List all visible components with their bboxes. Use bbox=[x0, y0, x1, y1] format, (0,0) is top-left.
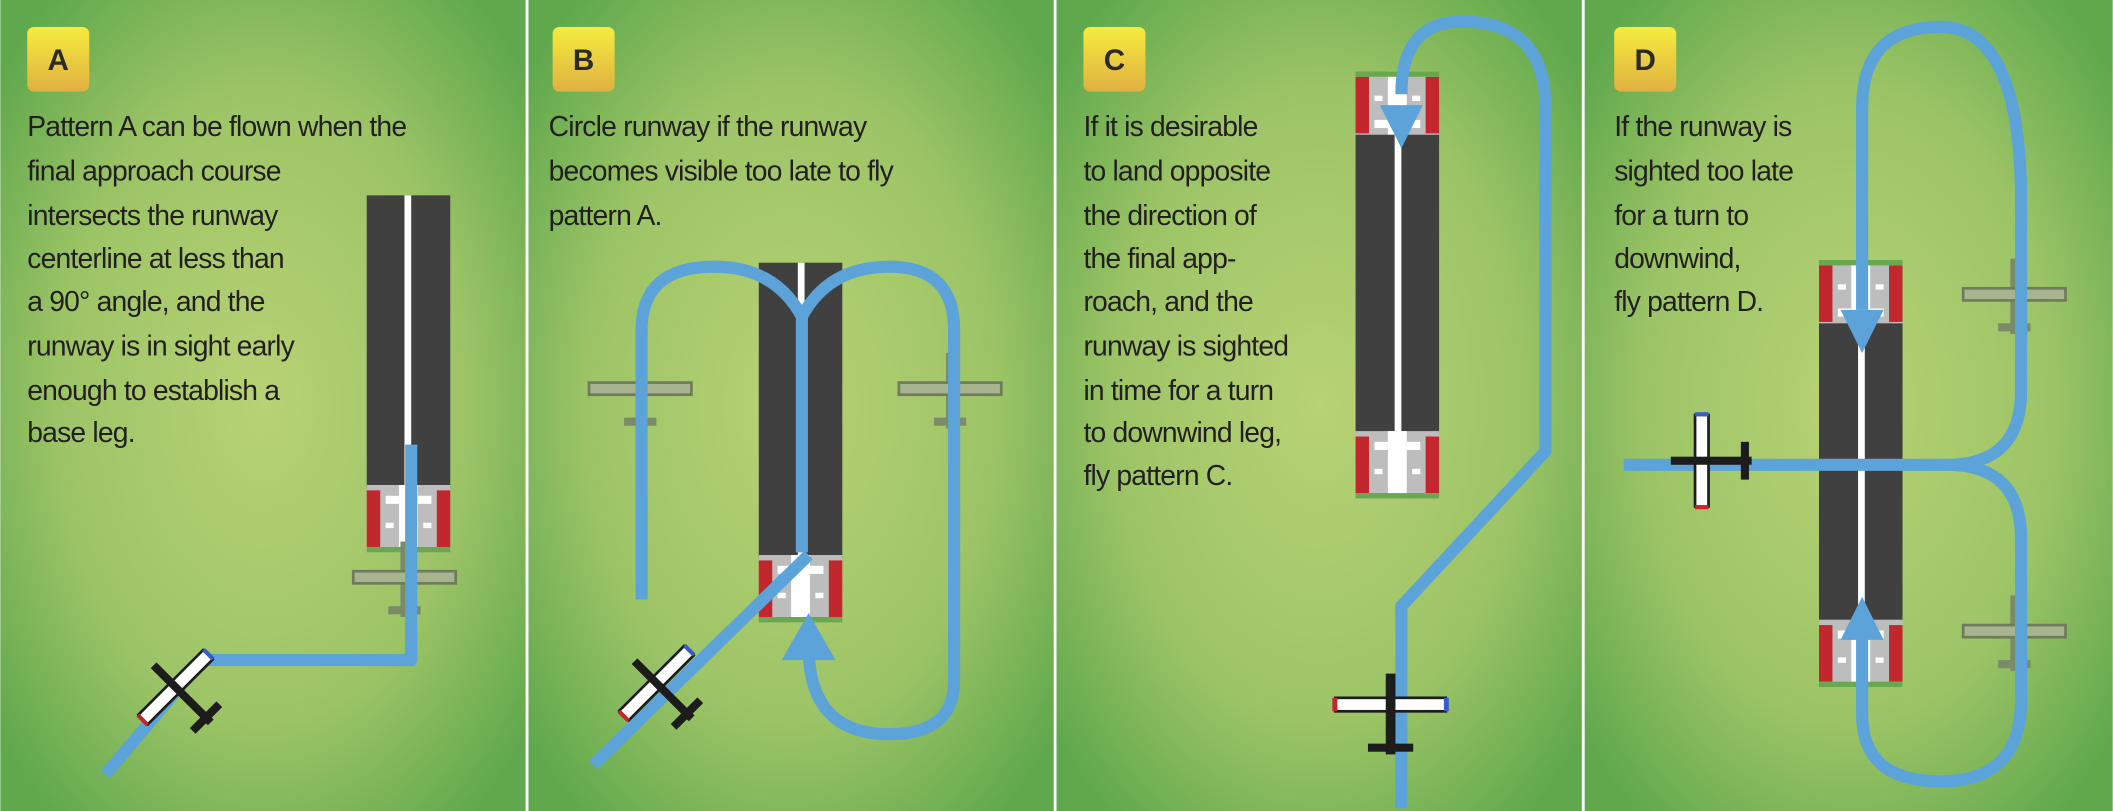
text-line: final approach course bbox=[27, 155, 281, 187]
panel-c: C If it is desirable to land opposite th… bbox=[1056, 0, 1582, 811]
badge-label: D bbox=[1635, 44, 1656, 77]
badge-d bbox=[1614, 26, 1677, 92]
text-line: becomes visible too late to fly bbox=[549, 155, 895, 187]
text-line: Circle runway if the runway bbox=[549, 110, 868, 142]
text-line: fly pattern D. bbox=[1614, 285, 1763, 317]
badge-a bbox=[27, 26, 90, 92]
badge-c bbox=[1083, 26, 1146, 92]
badge-label: C bbox=[1104, 44, 1125, 77]
text-line: pattern A. bbox=[549, 199, 662, 231]
text-line: base leg. bbox=[27, 416, 135, 448]
arrow-icon bbox=[1840, 309, 1884, 353]
panel-d: D If the runway is sighted too late for … bbox=[1584, 0, 2113, 811]
text-line: the direction of bbox=[1083, 199, 1257, 231]
approach-path bbox=[588, 550, 813, 770]
text-line: to land opposite bbox=[1083, 155, 1270, 187]
text-line: runway is in sight early bbox=[27, 330, 295, 362]
badge-b bbox=[552, 26, 615, 92]
text-line: downwind, bbox=[1614, 242, 1740, 274]
arrow-icon bbox=[1379, 105, 1423, 149]
text-line: runway is sighted bbox=[1083, 330, 1288, 362]
panel-a: A Pattern A can be flown when the final … bbox=[0, 0, 526, 811]
flight-path bbox=[1395, 15, 1552, 809]
text-line: to downwind leg, bbox=[1083, 416, 1281, 448]
arrow-icon bbox=[1840, 596, 1884, 640]
panel-b: B Circle runway if the runway becomes vi… bbox=[528, 0, 1054, 811]
arrow-icon bbox=[781, 612, 836, 661]
text-line: enough to establish a bbox=[27, 374, 280, 406]
text-line: the final app- bbox=[1083, 242, 1236, 274]
text-line: If it is desirable bbox=[1083, 110, 1257, 142]
text-line: roach, and the bbox=[1083, 285, 1253, 317]
text-line: If the runway is bbox=[1614, 110, 1792, 142]
grass-background bbox=[1056, 0, 1582, 811]
runway bbox=[1355, 71, 1440, 499]
text-line: intersects the runway bbox=[27, 199, 279, 231]
text-line: Pattern A can be flown when the bbox=[27, 110, 406, 142]
text-line: sighted too late bbox=[1614, 155, 1793, 187]
runway bbox=[366, 195, 451, 553]
panel-dividers bbox=[525, 0, 1585, 811]
text-line: in time for a turn bbox=[1083, 374, 1273, 406]
text-line: for a turn to bbox=[1614, 199, 1748, 231]
text-line: fly pattern C. bbox=[1083, 459, 1232, 491]
badge-label: B bbox=[573, 44, 594, 77]
description-b: Circle runway if the runway becomes visi… bbox=[549, 110, 896, 231]
text-line: a 90° angle, and the bbox=[27, 285, 264, 317]
runway bbox=[1819, 260, 1903, 688]
text-line: centerline at less than bbox=[27, 242, 284, 274]
description-a: Pattern A can be flown when the final ap… bbox=[27, 110, 407, 448]
flight-path bbox=[635, 260, 961, 741]
description-d: If the runway is sighted too late for a … bbox=[1614, 110, 1794, 317]
description-c: If it is desirable to land opposite the … bbox=[1083, 110, 1289, 491]
badge-label: A bbox=[48, 44, 69, 77]
flight-path bbox=[1623, 20, 2028, 788]
